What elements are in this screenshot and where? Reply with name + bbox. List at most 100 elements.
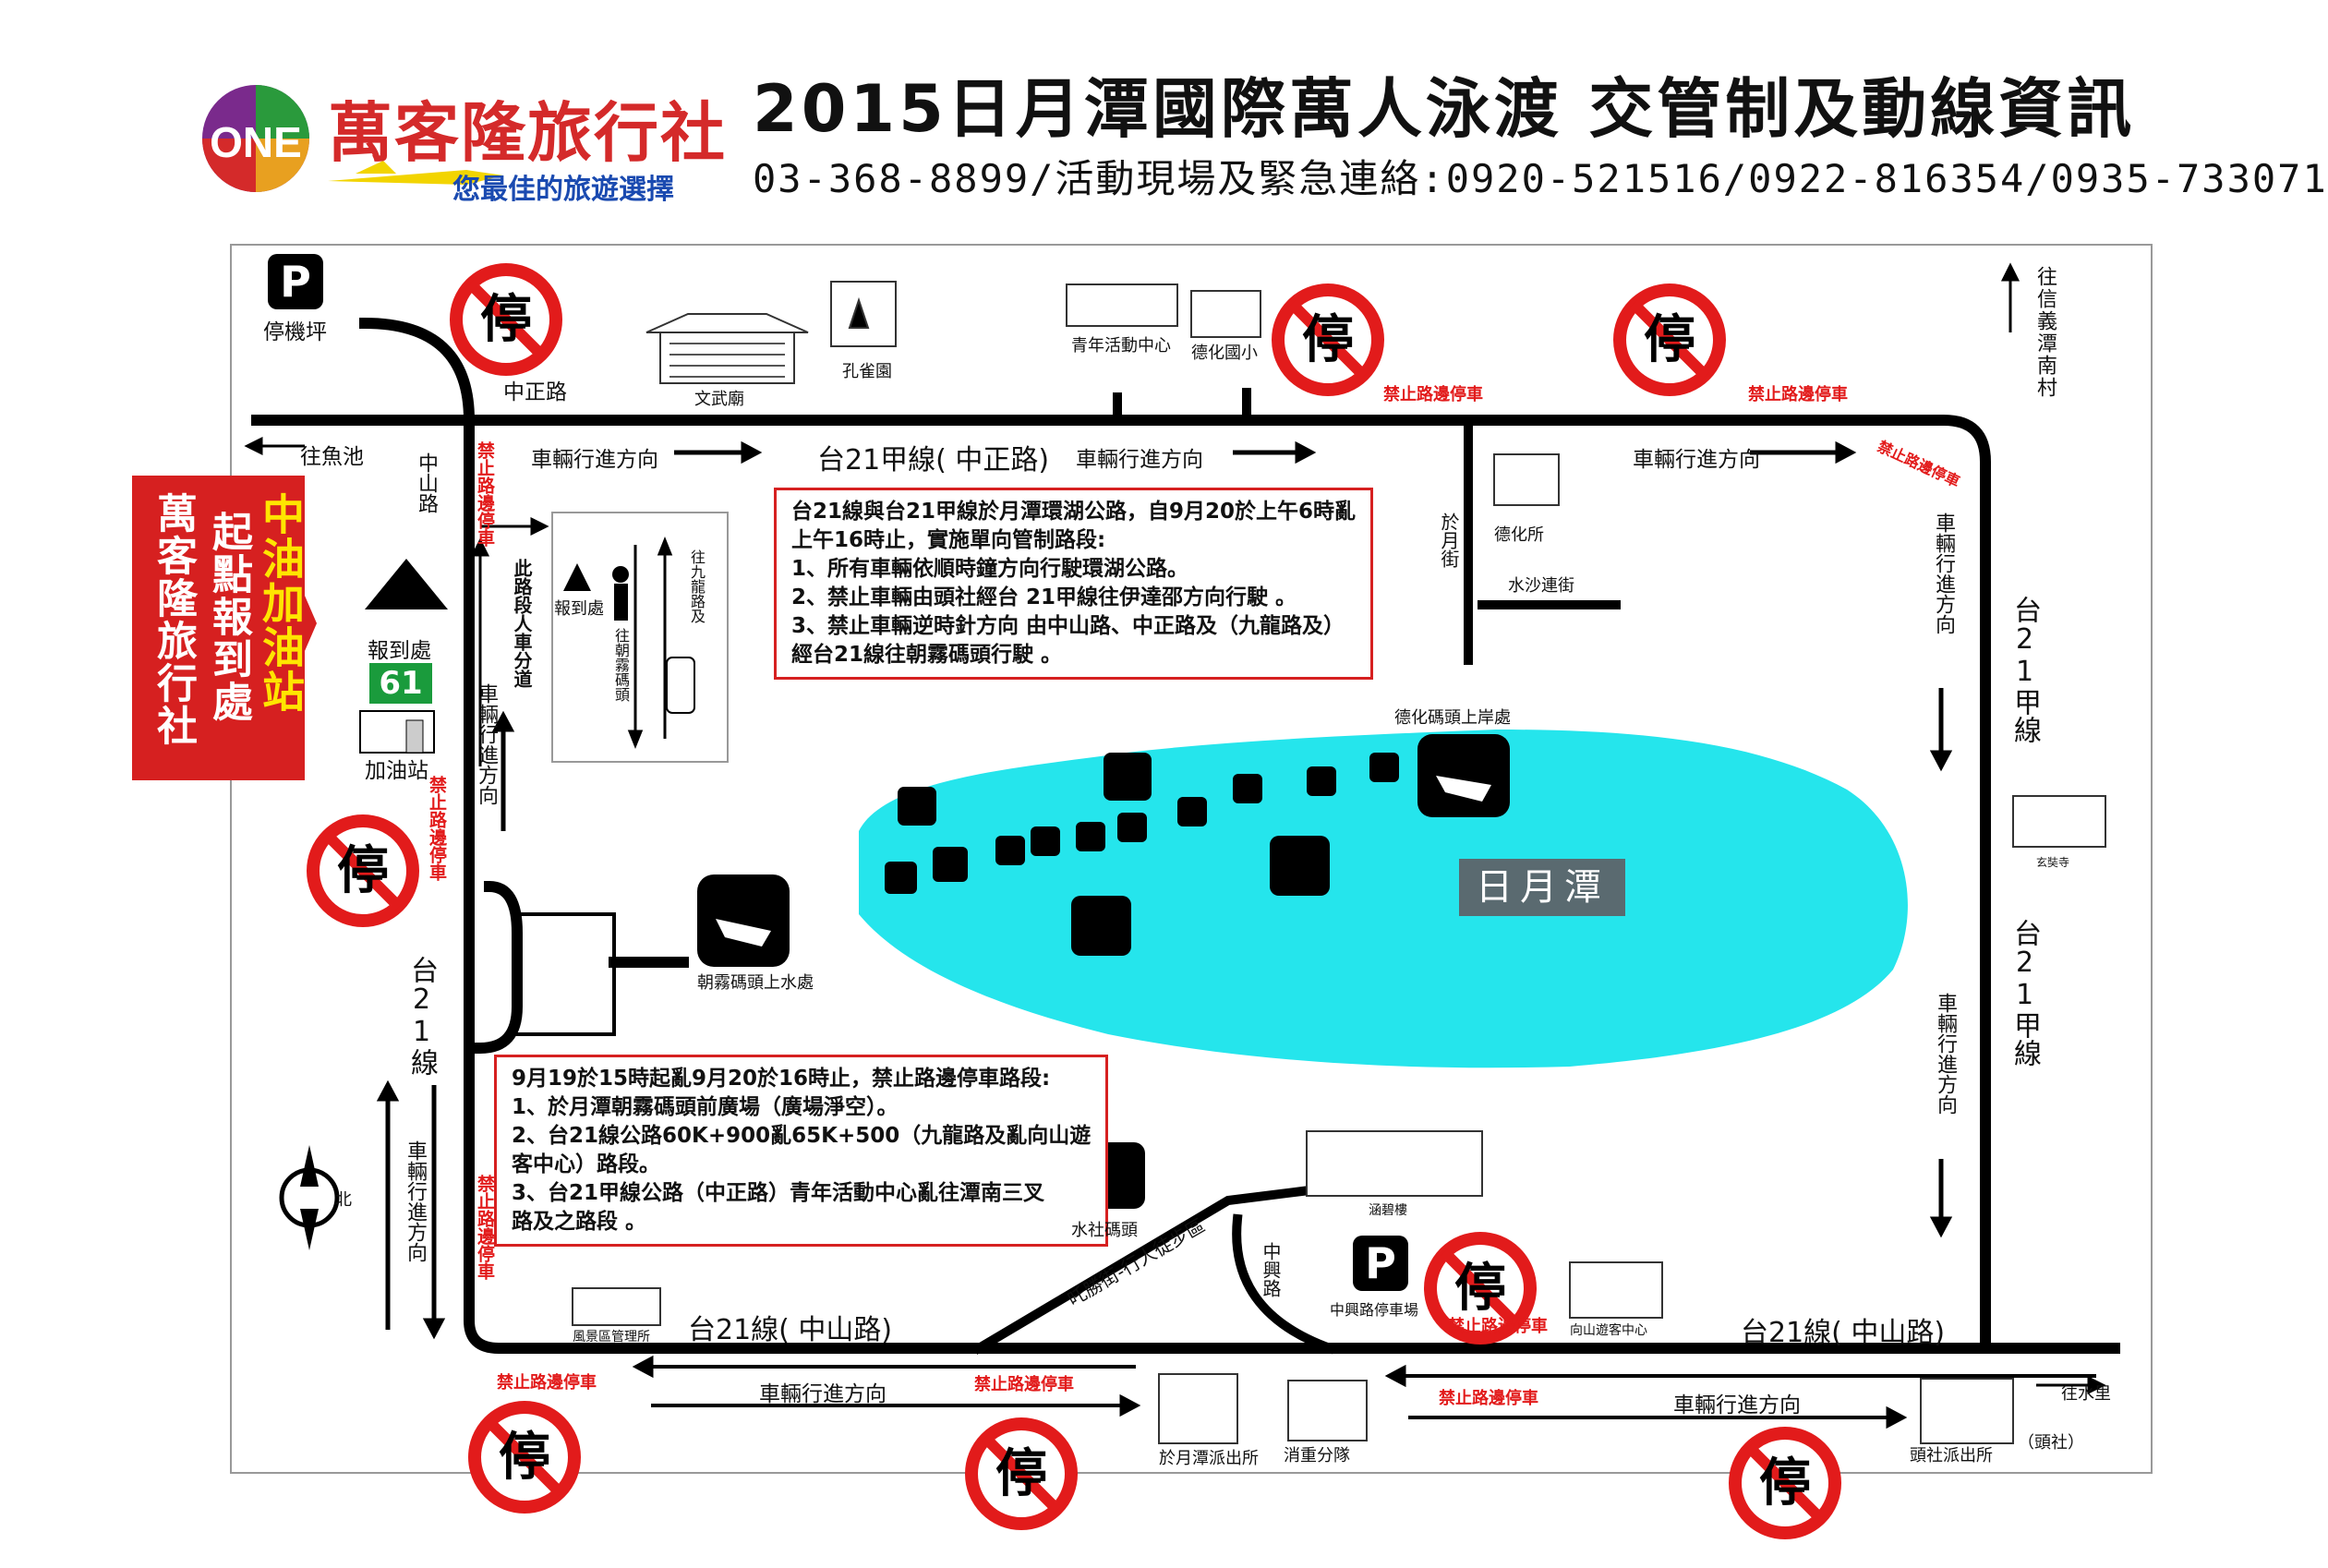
swim-icon-9 — [1076, 822, 1105, 851]
label-no-parking-3: 禁止路邊停車 — [1748, 385, 1848, 404]
label-peacock-garden: 孔雀園 — [842, 362, 892, 381]
notice-no-parking: 9月19於15時起亂9月20於16時止，禁止路邊停車路段: 1、於月潭朝霧碼頭前… — [494, 1055, 1109, 1247]
compass-icon — [279, 1145, 340, 1250]
label-tai21-bottom-right: 台21線( 中山路) — [1741, 1317, 1946, 1349]
swim-icon-12 — [1233, 774, 1262, 803]
label-youth-center: 青年活動中心 — [1071, 336, 1171, 356]
swim-icon-2 — [1071, 896, 1131, 956]
page-title: 2015日月潭國際萬人泳渡 交管制及動線資訊 — [753, 71, 2136, 147]
arrow-left-2-head — [1384, 1364, 1406, 1388]
arrow-down-2-head — [1929, 1216, 1953, 1238]
pedestrian-icon-body — [614, 584, 628, 621]
arrow-right-1-head — [741, 440, 763, 464]
banner-checkpoint: 起點報到處 — [205, 511, 252, 723]
label-hanbi-lou: 涵碧樓 — [1369, 1203, 1407, 1218]
label-no-parking-2: 禁止路邊停車 — [1383, 385, 1483, 404]
stop-sign-char: 停 — [499, 1428, 550, 1488]
logo-slogan: 您最佳的旅遊選擇 — [452, 174, 674, 206]
label-scenic-office: 風景區管理所 — [573, 1330, 650, 1345]
label-checkin-small: 報到處 — [554, 599, 604, 619]
road-stubs — [1113, 388, 1251, 425]
road-parking-link — [358, 317, 476, 427]
label-tai21-jia-top: 台21甲線( 中正路) — [817, 444, 1050, 476]
label-zhongzheng-rd: 中正路 — [503, 380, 567, 404]
no-stopping-sign-4: 停 — [305, 813, 421, 929]
label-direction-7: 車輛行進方向 — [404, 1140, 427, 1262]
police-station-building-icon — [1158, 1373, 1238, 1444]
no-stopping-icon: 停 — [307, 814, 419, 927]
label-yuyue-st: 於月街 — [1438, 513, 1460, 568]
label-no-parking-9: 禁止路邊停車 — [1448, 1317, 1548, 1336]
label-zhongxing-rd: 中興路 — [1260, 1242, 1282, 1297]
label-north: 北 — [335, 1190, 352, 1210]
label-direction-2: 車輛行進方向 — [1076, 448, 1203, 472]
road-zhasheng — [972, 1186, 1308, 1355]
stop-sign-char: 停 — [995, 1444, 1047, 1504]
notice2-line: 9月19於15時起亂9月20於16時止，禁止路邊停車路段: — [512, 1067, 1051, 1091]
arrow-right-5-head — [1886, 1405, 1908, 1429]
temple-xuanzang-icon — [2012, 795, 2106, 848]
label-to-shuili: 往水里 — [2061, 1384, 2111, 1404]
notice1-line: 3、禁止車輛逆時針方向 由中山路、中正路及（九龍路及） — [791, 614, 1345, 638]
temple-building-icon — [645, 313, 809, 384]
road-loop — [474, 880, 523, 1055]
no-stopping-sign-6: 停 — [466, 1399, 583, 1515]
swim-icon-6 — [885, 862, 917, 894]
arrow-left-sep-head — [530, 516, 549, 537]
label-wenwu-temple: 文武廟 — [694, 390, 744, 409]
road-tai21-jia — [251, 415, 1991, 1354]
arrow-right-4-head — [1119, 1393, 1141, 1417]
label-tai21-jia-right-a: 台21甲線 — [2008, 596, 2041, 743]
lane-arrows — [627, 536, 673, 750]
notice2-line: 客中心）路段。 — [512, 1152, 660, 1176]
logo-emblem: ONE — [202, 85, 503, 192]
scenic-office-building-icon — [572, 1287, 661, 1326]
checkin-triangle-icon — [365, 559, 448, 609]
notice2-line: 1、於月潭朝霧碼頭前廣場（廣場淨空）。 — [512, 1095, 899, 1119]
tree-icon — [848, 296, 870, 329]
map-frame — [230, 244, 2153, 1474]
label-parking-lot: 停機坪 — [263, 320, 327, 344]
label-no-parking-6: 禁止路邊停車 — [475, 1175, 495, 1280]
label-xiangshan-center: 向山遊客中心 — [1570, 1323, 1647, 1338]
toushe-police-building-icon — [1920, 1378, 2014, 1444]
car-icon — [666, 657, 695, 714]
brand-logo: ONE 萬客隆旅行社 您最佳的旅遊選擇 — [199, 81, 725, 211]
contact-phone: 03-368-8899/活動現場及緊急連絡:0920-521516/0922-8… — [753, 156, 2328, 201]
no-stopping-sign-7: 停 — [963, 1416, 1080, 1532]
banner-agency-name: 萬客隆旅行社 — [150, 492, 197, 747]
banner-station: 中油加油站 — [256, 492, 306, 714]
arrow-down-1-head — [1929, 750, 1953, 772]
swim-icon-11 — [1177, 797, 1207, 826]
swim-icon-5 — [933, 847, 968, 882]
lane-arrow-up-head — [657, 536, 673, 556]
label-toushe-police: 頭社派出所 — [1910, 1446, 1993, 1465]
parking-icon: P — [268, 254, 323, 309]
xiangshan-center-building-icon — [1569, 1261, 1663, 1319]
no-stopping-sign-5: 停 — [1422, 1230, 1538, 1346]
label-no-parking-7: 禁止路邊停車 — [497, 1373, 597, 1393]
label-direction-1: 車輛行進方向 — [531, 448, 658, 472]
parking-icon-zhongxing: P — [1353, 1236, 1408, 1291]
swim-icon-4 — [898, 787, 936, 826]
notice1-line: 經台21線往朝霧碼頭行駛 。 — [791, 643, 1063, 667]
hanbi-building-icon — [1306, 1130, 1483, 1197]
swim-icon-10 — [1117, 813, 1147, 842]
youth-center-building-icon — [1066, 283, 1178, 327]
label-direction-5: 車輛行進方向 — [1934, 993, 1957, 1115]
road-plaza — [515, 912, 616, 1036]
label-dehua-school: 德化國小 — [1191, 344, 1258, 363]
road-network — [251, 317, 2120, 1355]
checkin-small-icon — [563, 563, 591, 591]
arrow-left-yuchi-head — [244, 436, 263, 456]
direction-arrows — [244, 262, 2106, 1429]
agency-banner: 中油加油站 起點報到處 萬客隆旅行社 — [132, 476, 317, 780]
label-shuishe-pier: 水社碼頭 — [1071, 1221, 1138, 1240]
label-zhaowu-pier: 朝霧碼頭上水處 — [697, 973, 814, 993]
notice1-line: 2、禁止車輛由頭社經台 21甲線往伊達邵方向行駛 。 — [791, 585, 1297, 609]
label-shuisha-st: 水沙連街 — [1508, 576, 1574, 596]
label-direction-9: 車輛行進方向 — [1673, 1393, 1801, 1417]
no-stopping-sign-2: 停 — [1270, 282, 1386, 398]
separation-lane-box — [551, 512, 729, 763]
no-stopping-sign-1: 停 — [448, 261, 564, 378]
